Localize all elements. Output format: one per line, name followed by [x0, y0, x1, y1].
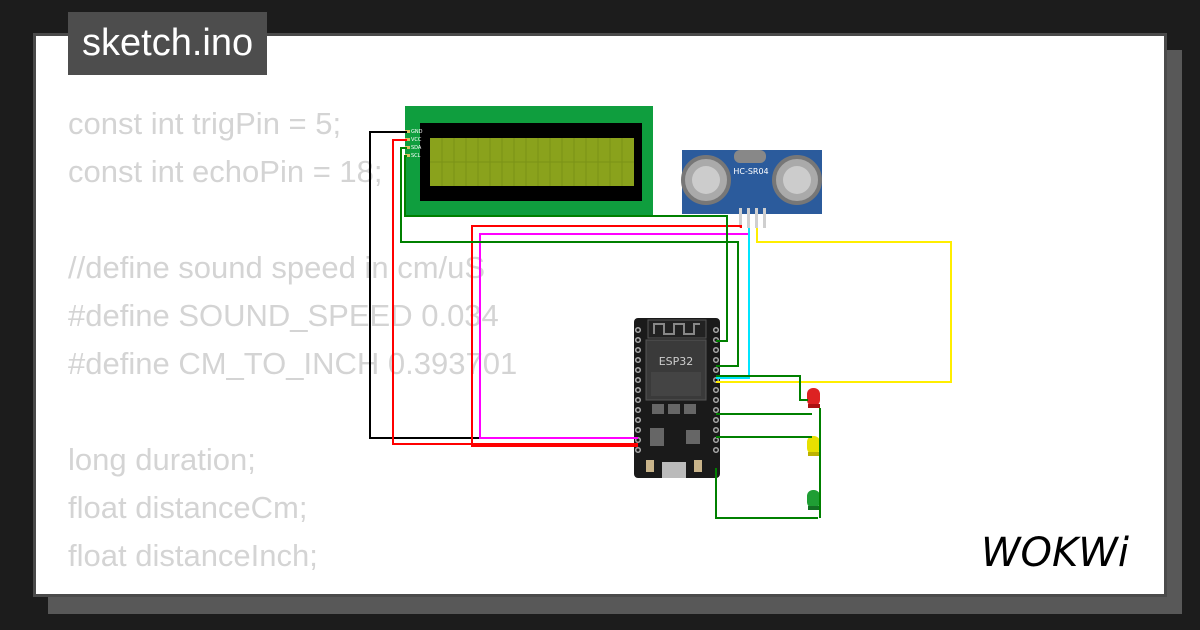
- wokwi-logo-text: WOKWi: [981, 530, 1129, 576]
- code-preview: const int trigPin = 5; const int echoPin…: [68, 100, 517, 580]
- wires: [369, 131, 952, 519]
- wokwi-logo: WOKWi: [981, 530, 1129, 576]
- lcd-pin-label: SCL: [411, 153, 421, 159]
- code-line: const int trigPin = 5;: [68, 106, 342, 141]
- lcd-pin-label: SDA: [411, 145, 422, 151]
- code-line: float distanceCm;: [68, 490, 308, 525]
- board-label: ESP32: [659, 355, 694, 368]
- code-line: //define sound speed in cm/uS: [68, 250, 486, 285]
- code-line: long duration;: [68, 442, 256, 477]
- lcd-pin-label: GND: [411, 129, 423, 135]
- sensor-label: HC-SR04: [733, 167, 768, 176]
- wire-yellow: [716, 228, 952, 383]
- wire-red: [392, 139, 638, 445]
- wire-green-led1: [716, 375, 808, 401]
- lcd-display: GND VCC SDA SCL: [405, 106, 653, 216]
- wire-green-led4: [715, 468, 818, 519]
- led-yellow: [807, 436, 820, 456]
- file-title: sketch.ino: [68, 12, 268, 75]
- lcd-pin-labels: GND VCC SDA SCL: [411, 129, 423, 159]
- esp32-board: ESP32: [634, 318, 720, 478]
- led-green: [807, 490, 820, 510]
- lcd-pin-label: VCC: [411, 137, 422, 143]
- led-red: [807, 388, 820, 408]
- wire-cyan: [716, 228, 750, 379]
- code-line: float distanceInch;: [68, 538, 318, 573]
- wire-green-scl: [404, 155, 728, 342]
- wire-green-sda: [400, 147, 739, 367]
- code-line: #define SOUND_SPEED 0.034: [68, 298, 499, 333]
- ultrasonic-sensor: HC-SR04: [681, 150, 822, 228]
- wire-red-sensor: [471, 225, 742, 447]
- code-line: const int echoPin = 18;: [68, 154, 383, 189]
- code-line: #define CM_TO_INCH 0.393701: [68, 346, 518, 381]
